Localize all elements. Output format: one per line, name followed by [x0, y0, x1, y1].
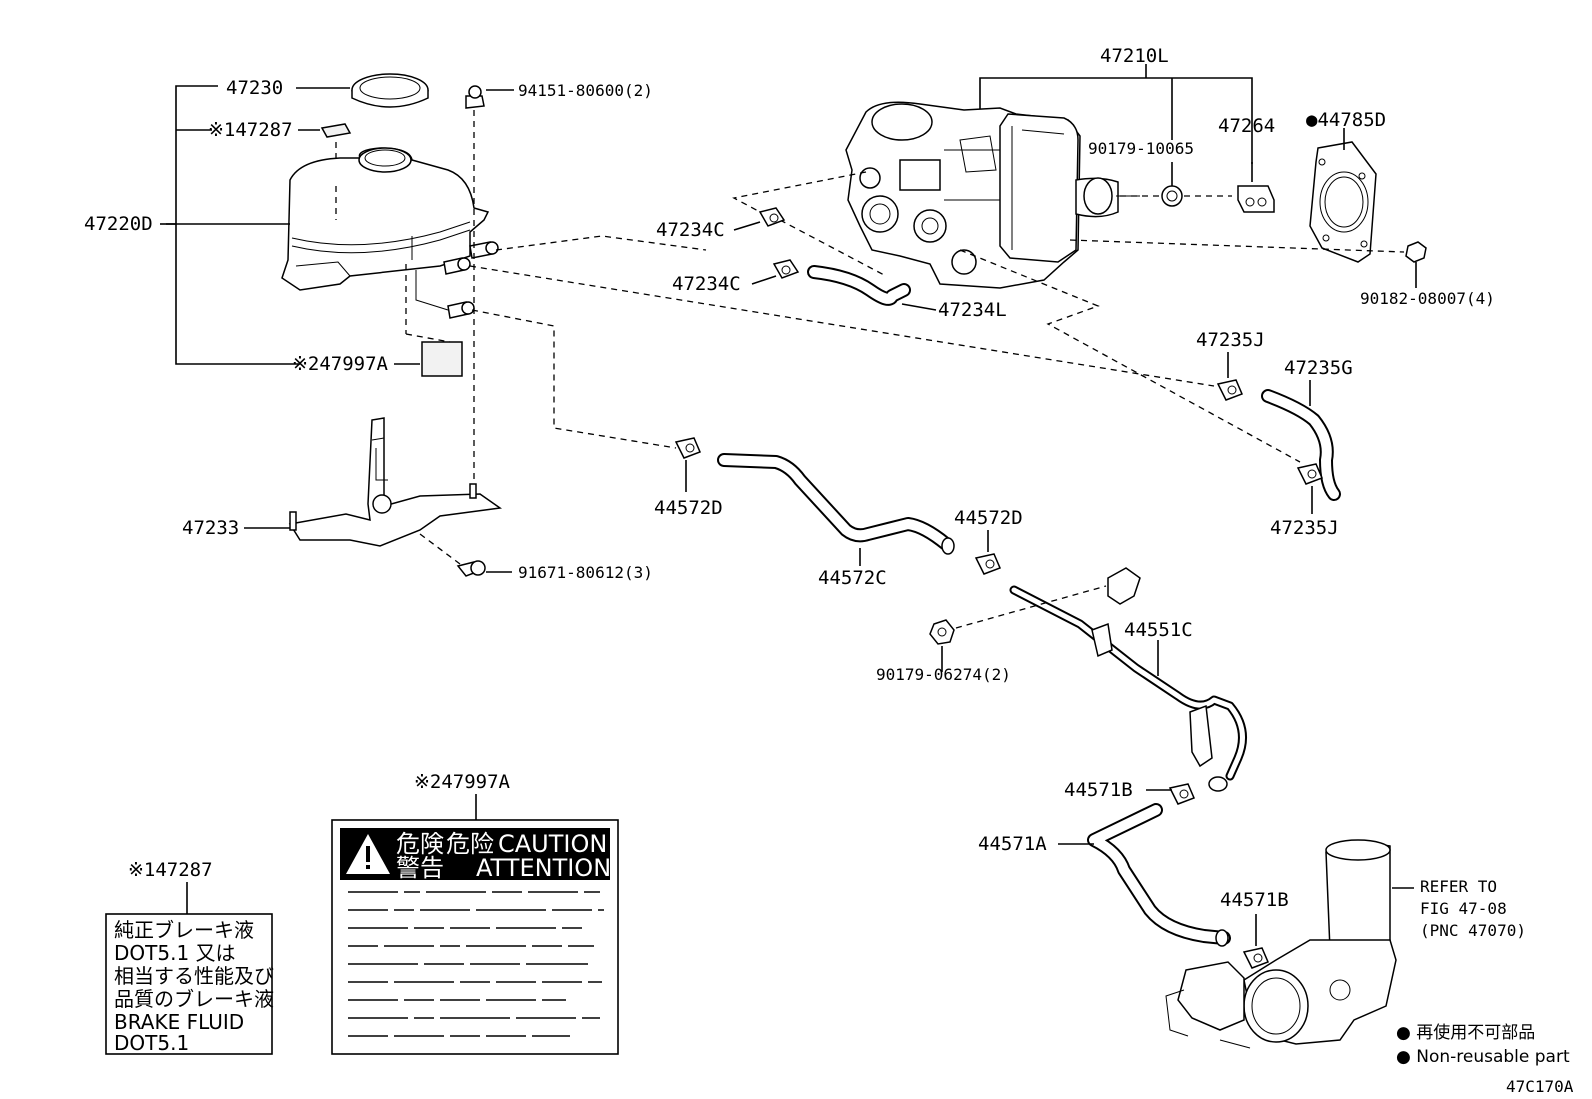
label-44571A[interactable]: 44571A — [978, 833, 1047, 855]
legend-en: ● Non-reusable part — [1396, 1047, 1570, 1067]
label-94151[interactable]: 94151-80600(2) — [518, 81, 653, 100]
label-47287-line6: DOT5.1 — [114, 1031, 189, 1055]
hose-44571A[interactable] — [1087, 803, 1231, 947]
refer-note: REFER TO FIG 47-08 (PNC 47070) — [1392, 877, 1526, 940]
hose-47235-group — [1216, 352, 1341, 514]
clip-47234C-upper[interactable] — [758, 207, 786, 227]
label-47230[interactable]: 47230 — [226, 77, 283, 99]
hose-44572C[interactable] — [717, 453, 955, 555]
hose-44571-group — [1058, 783, 1269, 969]
caution-en: CAUTION — [498, 830, 607, 858]
label-47235J-lower[interactable]: 47235J — [1270, 517, 1339, 539]
hose-44572-group — [674, 437, 1001, 575]
label-47997A-icon — [421, 341, 463, 377]
refer-line3[interactable]: (PNC 47070) — [1420, 921, 1526, 940]
label-47264[interactable]: 47264 — [1218, 115, 1275, 137]
legend-jp: ● 再使用不可部品 — [1396, 1022, 1535, 1043]
reservoir-outlets — [415, 241, 499, 319]
label-47287-line1: 純正ブレーキ液 — [114, 918, 254, 942]
hose-47235G[interactable] — [1261, 389, 1341, 501]
legend: ● 再使用不可部品 ● Non-reusable part — [1396, 1022, 1570, 1067]
clip-44571B-upper[interactable] — [1168, 783, 1195, 805]
pump-motor-assembly[interactable] — [1165, 839, 1397, 1049]
label-47234L[interactable]: 47234L — [938, 299, 1007, 321]
label-47287[interactable]: ※147287 — [208, 119, 293, 141]
hose-47234-group — [733, 207, 937, 311]
reservoir-group — [160, 73, 514, 577]
label-47235G[interactable]: 47235G — [1284, 357, 1353, 379]
reservoir-cap[interactable] — [351, 73, 429, 108]
label-90179-10065[interactable]: 90179-10065 — [1088, 139, 1194, 158]
caution-text-lines — [348, 891, 604, 1037]
bolt-94151[interactable] — [465, 85, 485, 109]
label-47235J-upper[interactable]: 47235J — [1196, 329, 1265, 351]
bracket-47264[interactable] — [1237, 185, 1275, 213]
label-47287-title: ※147287 — [128, 859, 213, 881]
reservoir-bracket[interactable] — [288, 417, 503, 547]
label-47287-line5: BRAKE FLUID — [114, 1010, 244, 1034]
label-47997A-detail: ※247997A 危険 警告 危险 CAUTION ATTENTION — [331, 771, 619, 1055]
nut-90182[interactable] — [1405, 241, 1427, 263]
brake-booster-assembly[interactable] — [845, 101, 1140, 289]
label-47287-icon — [320, 123, 352, 138]
hose-47234L[interactable] — [807, 265, 911, 306]
caution-cn: 危险 — [446, 830, 494, 858]
label-47233[interactable]: 47233 — [182, 517, 239, 539]
clip-47234C-lower[interactable] — [772, 259, 800, 279]
warning-triangle-icon — [346, 834, 390, 874]
label-44571B-upper[interactable]: 44571B — [1064, 779, 1133, 801]
clip-44572D-right[interactable] — [974, 553, 1001, 575]
bolt-91671[interactable] — [456, 560, 486, 577]
caution-jp-danger: 危険 — [396, 830, 444, 858]
nut-90179-10065[interactable] — [1161, 185, 1183, 207]
clip-47235J-lower[interactable] — [1296, 463, 1323, 485]
label-47287-detail: ※147287 純正ブレーキ液 DOT5.1 又は 相当する性能及び 品質のブレ… — [105, 859, 274, 1055]
label-44572D-left[interactable]: 44572D — [654, 497, 723, 519]
attention-en: ATTENTION — [476, 854, 611, 882]
caution-jp-warning: 警告 — [396, 854, 444, 882]
label-44572C[interactable]: 44572C — [818, 567, 887, 589]
label-47997A[interactable]: ※247997A — [292, 353, 389, 375]
label-44572D-right[interactable]: 44572D — [954, 507, 1023, 529]
nut-90179-06274[interactable] — [929, 619, 955, 645]
label-47234C-lower[interactable]: 47234C — [672, 273, 741, 295]
refer-line1[interactable]: REFER TO — [1420, 877, 1497, 896]
pipe-44551C-group — [929, 567, 1247, 792]
label-47997A-title: ※247997A — [414, 771, 511, 793]
label-47287-line3: 相当する性能及び — [114, 964, 274, 988]
label-47210L[interactable]: 47210L — [1100, 45, 1169, 67]
label-47287-line2: DOT5.1 又は — [114, 941, 236, 965]
clip-44572D-left[interactable] — [674, 437, 701, 459]
gasket-44785D[interactable] — [1309, 141, 1377, 263]
label-90179-06274[interactable]: 90179-06274(2) — [876, 665, 1011, 684]
label-47220D[interactable]: 47220D — [84, 213, 153, 235]
part-labels: 47210L 47230 ※147287 47220D ※247997A 941… — [84, 45, 1495, 911]
reservoir-tank[interactable] — [281, 147, 490, 291]
label-44785D[interactable]: ●44785D — [1306, 109, 1386, 131]
label-47234C-upper[interactable]: 47234C — [656, 219, 725, 241]
clip-47235J-upper[interactable] — [1216, 379, 1243, 401]
pipe-44551C[interactable] — [1009, 567, 1247, 792]
label-44551C[interactable]: 44551C — [1124, 619, 1193, 641]
label-90182[interactable]: 90182-08007(4) — [1360, 289, 1495, 308]
clip-44571B-lower[interactable] — [1242, 947, 1269, 969]
label-47287-line4: 品質のブレーキ液 — [114, 987, 274, 1011]
refer-line2[interactable]: FIG 47-08 — [1420, 899, 1507, 918]
booster-group — [732, 64, 1427, 463]
label-44571B-lower[interactable]: 44571B — [1220, 889, 1289, 911]
figure-code: 47C170A — [1506, 1077, 1574, 1096]
label-91671[interactable]: 91671-80612(3) — [518, 563, 653, 582]
